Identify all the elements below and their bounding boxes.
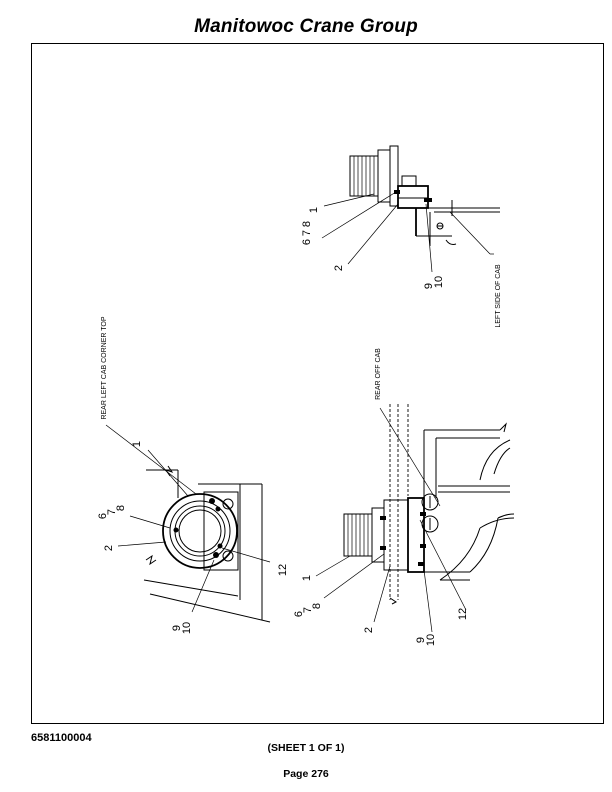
callout-10: 10 — [425, 634, 437, 646]
sheet-indicator: (SHEET 1 OF 1) — [267, 742, 345, 754]
callout-1: 1 — [301, 575, 313, 581]
label-rear-left-cab-corner-top: REAR LEFT CAB CORNER TOP — [101, 316, 108, 419]
callout-7: 7 — [301, 230, 313, 236]
callout-2: 2 — [103, 545, 115, 551]
label-rear-off-cab: REAR OFF CAB — [375, 348, 382, 400]
document-number: 6581100004 — [31, 732, 92, 744]
callout-9: 9 — [423, 283, 435, 289]
label-left-side-of-cab: LEFT SIDE OF CAB — [495, 264, 502, 328]
callout-2: 2 — [333, 265, 345, 271]
callout-9: 9 — [171, 625, 183, 631]
view-rear-off-cab — [315, 404, 515, 633]
view-left-side-of-cab — [321, 145, 500, 273]
drawing-frame — [31, 43, 604, 724]
callout-1: 1 — [131, 441, 143, 447]
callout-9: 9 — [415, 637, 427, 643]
page-title: Manitowoc Crane Group — [194, 16, 418, 37]
callout-8: 8 — [115, 505, 127, 511]
callout-8: 8 — [301, 221, 313, 227]
view-rear-left-cab-corner — [105, 424, 271, 623]
callout-6: 6 — [293, 611, 305, 617]
callout-7: 7 — [106, 509, 118, 515]
callout-8: 8 — [311, 603, 323, 609]
mounting-plate — [203, 491, 239, 571]
callout-6: 6 — [97, 513, 109, 519]
callout-12: 12 — [277, 564, 289, 576]
callout-12: 12 — [457, 608, 469, 620]
page-number: Page 276 — [283, 768, 329, 780]
callout-2: 2 — [363, 627, 375, 633]
callout-6: 6 — [301, 239, 313, 245]
callout-10: 10 — [433, 276, 445, 288]
callout-10: 10 — [181, 622, 193, 634]
callout-7: 7 — [302, 607, 314, 613]
callout-1: 1 — [308, 207, 320, 213]
housing-outer-ring — [162, 493, 238, 569]
